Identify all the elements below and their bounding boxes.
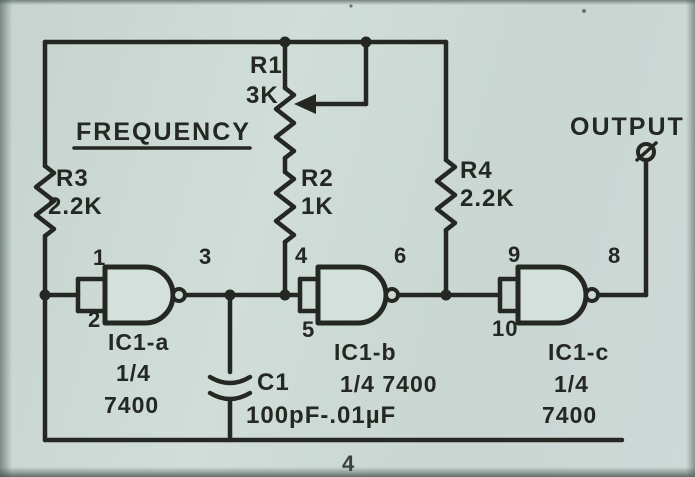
gate-a-name-label: IC1-a bbox=[108, 329, 169, 355]
junction-wiper-top bbox=[360, 36, 372, 48]
nand-gate-ic1a-body bbox=[102, 264, 176, 326]
pin-2-label: 2 bbox=[88, 307, 101, 332]
scan-speck bbox=[582, 9, 586, 13]
r1-wiper-arrowhead bbox=[294, 94, 316, 114]
r3-value-label: 2.2K bbox=[48, 193, 103, 220]
nand-gate-ic1c bbox=[515, 264, 600, 326]
junction-r4-bottom bbox=[440, 289, 452, 301]
nand-gate-ic1b bbox=[315, 264, 400, 326]
pin-10-label: 10 bbox=[492, 316, 518, 341]
pin-4-label: 4 bbox=[295, 243, 308, 268]
pin-3-label: 3 bbox=[199, 244, 212, 269]
r4-ref-label: R4 bbox=[460, 157, 493, 184]
output-label: OUTPUT bbox=[570, 113, 685, 141]
junction-c1 bbox=[224, 289, 236, 301]
output-jack-slash bbox=[635, 141, 658, 162]
gate-a-part-label: 7400 bbox=[104, 392, 159, 418]
pin-5-label: 5 bbox=[302, 317, 315, 342]
gate-b-fraction-part-label: 1/4 7400 bbox=[340, 371, 438, 397]
r1-value-label: 3K bbox=[246, 82, 279, 109]
resistor-r2-zigzag bbox=[273, 169, 297, 245]
output-terminal bbox=[635, 141, 658, 162]
junction-r1-top bbox=[279, 36, 291, 48]
pin-6-label: 6 bbox=[394, 243, 407, 268]
nand-gate-ic1c-bubble bbox=[584, 287, 600, 303]
nand-gate-ic1a-bubble bbox=[171, 287, 187, 303]
pin-1-label: 1 bbox=[93, 245, 106, 270]
gate-c-fraction-label: 1/4 bbox=[554, 371, 589, 397]
frequency-label: FREQUENCY bbox=[76, 118, 251, 146]
resistor-r3-zigzag bbox=[33, 163, 57, 239]
gate-c-name-label: IC1-c bbox=[548, 339, 609, 365]
pin-8-label: 8 bbox=[608, 243, 621, 268]
pin-9-label: 9 bbox=[508, 242, 521, 267]
r4-value-label: 2.2K bbox=[460, 185, 515, 212]
resistor-r4-zigzag bbox=[434, 157, 458, 233]
capacitor-c1-plate-top bbox=[207, 374, 253, 386]
resistor-r1-zigzag bbox=[273, 85, 297, 161]
nand-gate-ic1c-body bbox=[515, 264, 589, 326]
c1-ref-label: C1 bbox=[257, 369, 290, 396]
nand-gate-ic1b-bubble bbox=[384, 287, 400, 303]
scan-speck bbox=[349, 4, 353, 8]
gate-c-part-label: 7400 bbox=[542, 402, 597, 428]
r2-ref-label: R2 bbox=[301, 165, 334, 192]
scan-artifact-figure-number: 4 bbox=[342, 451, 355, 476]
junction-r2-bottom bbox=[279, 289, 291, 301]
output-jack-icon bbox=[636, 142, 656, 162]
r3-ref-label: R3 bbox=[56, 165, 89, 192]
c1-value-label: 100pF-.01µF bbox=[246, 402, 396, 429]
gate-b-name-label: IC1-b bbox=[334, 339, 397, 365]
r1-ref-label: R1 bbox=[250, 52, 283, 79]
gate-a-fraction-label: 1/4 bbox=[116, 360, 151, 386]
nand-gate-ic1a bbox=[102, 264, 187, 326]
junction-gatea-input bbox=[39, 289, 51, 301]
r2-value-label: 1K bbox=[301, 193, 334, 220]
nand-gate-ic1b-body bbox=[315, 264, 389, 326]
